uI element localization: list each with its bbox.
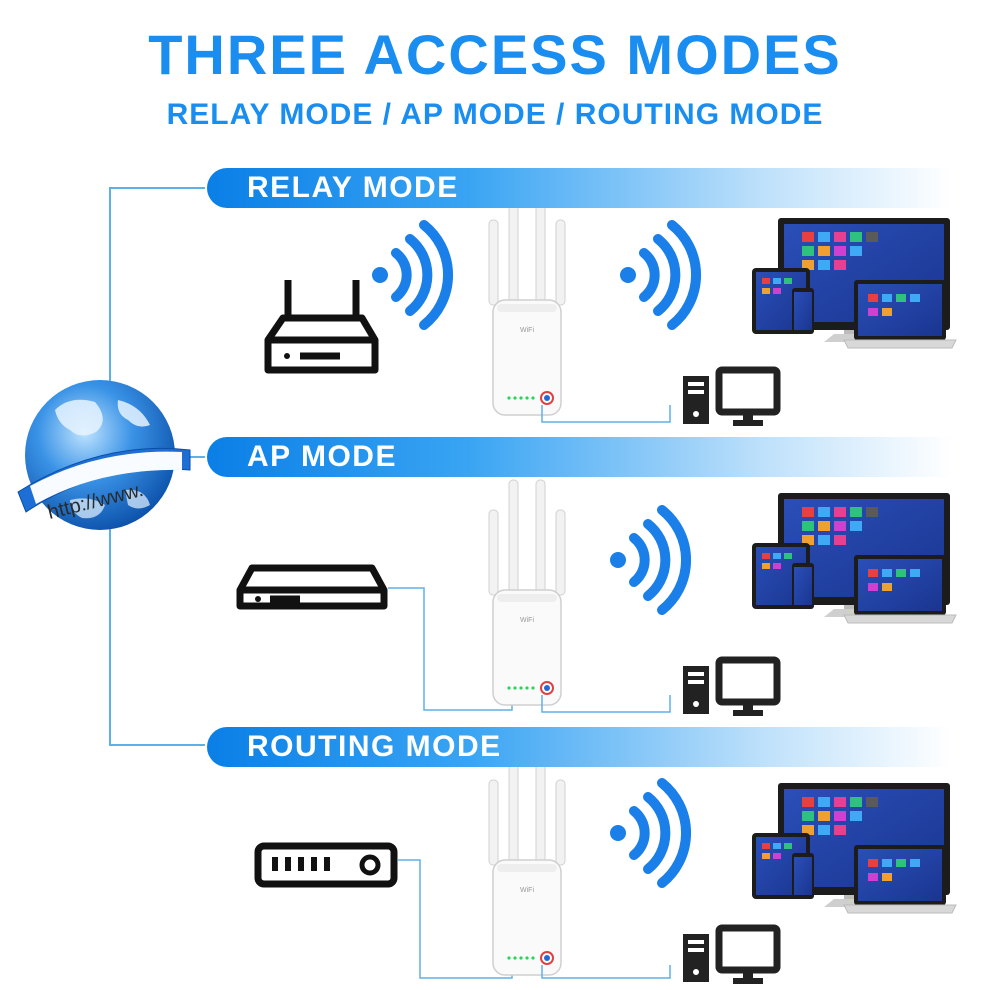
wifi-extender-icon (488, 749, 566, 976)
ethernet-cable (541, 965, 671, 979)
page-title: THREE ACCESS MODES (148, 23, 842, 86)
optical-modem-icon (254, 842, 398, 888)
page-subtitle: RELAY MODE / AP MODE / ROUTING MODE (166, 98, 824, 131)
modem-icon (236, 564, 388, 610)
wifi-signal-icon (372, 225, 448, 325)
desktop-pc-icon (683, 660, 777, 716)
banner-label: RELAY MODE (247, 171, 459, 204)
wifi-extender-icon (488, 189, 566, 416)
banner-label: ROUTING MODE (247, 730, 502, 763)
globe-icon (17, 380, 191, 530)
wifi-signal-icon (610, 783, 686, 883)
wifi-signal-icon (610, 510, 686, 610)
wireless-router-icon (264, 280, 379, 374)
banner-relay-mode: RELAY MODE (207, 168, 952, 208)
client-devices-icon (752, 493, 956, 623)
banner-routing-mode: ROUTING MODE (207, 727, 952, 767)
ethernet-cable (541, 405, 671, 423)
wifi-extender-icon (488, 479, 566, 706)
client-devices-icon (752, 218, 956, 348)
banner-ap-mode: AP MODE (207, 437, 952, 477)
desktop-pc-icon (683, 928, 777, 984)
client-devices-icon (752, 783, 956, 913)
ethernet-cable (388, 587, 513, 711)
banner-label: AP MODE (247, 440, 397, 473)
ethernet-cable (541, 695, 671, 713)
desktop-pc-icon (683, 370, 777, 426)
wifi-signal-icon (620, 225, 696, 325)
